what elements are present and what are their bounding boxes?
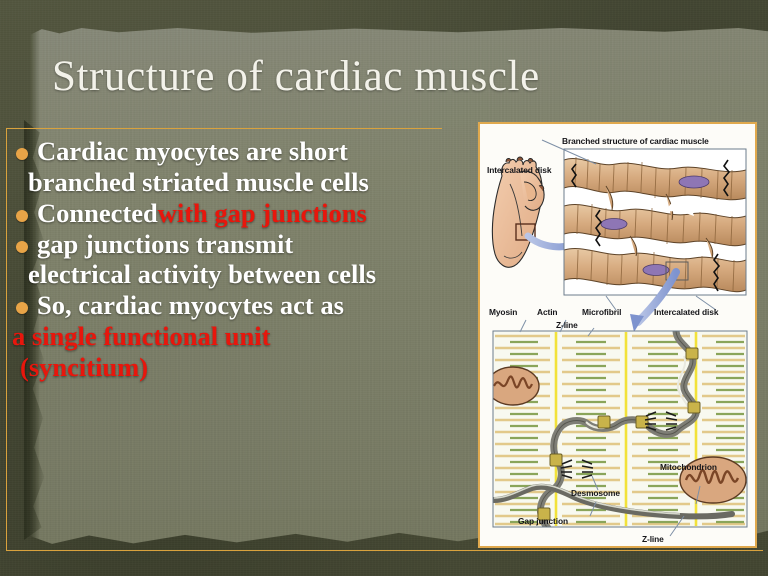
bullet-list: Cardiac myocytes are short branched stri… (8, 136, 470, 383)
list-item: Connected with gap junctions (8, 198, 470, 229)
list-item: So, cardiac myocytes act as (8, 290, 470, 321)
label-mitochondrion: Mitochondrion (660, 462, 717, 472)
bullet-text: branched striated muscle cells (28, 166, 369, 197)
label-branched-structure: Branched structure of cardiac muscle (562, 136, 709, 146)
label-intercalated-disk-top: Intercalated disk (487, 165, 552, 175)
zoom-arrow-detail (630, 268, 680, 332)
list-item: electrical activity between cells (8, 259, 470, 290)
bullet-text-highlight: with gap junctions (157, 197, 367, 228)
label-z-line-top: Z-line (556, 320, 578, 330)
list-item: (syncitium) (8, 352, 470, 383)
label-intercalated-disk-mid: Intercalated disk (654, 307, 719, 317)
list-item: gap junctions transmit (8, 229, 470, 260)
label-microfibril: Microfibril (582, 307, 622, 317)
label-desmosome: Desmosome (571, 488, 620, 498)
page-title: Structure of cardiac muscle (52, 53, 540, 100)
content-frame-top (6, 128, 442, 129)
bullet-text: So, cardiac myocytes act as (37, 290, 344, 321)
list-item: Cardiac myocytes are short (8, 136, 470, 167)
label-z-line-bottom: Z-line (642, 534, 664, 544)
bullet-icon (16, 240, 28, 253)
gap-junction-plaques (537, 347, 701, 521)
label-gap-junction: Gap junction (518, 516, 568, 526)
bullet-text: Connected (37, 197, 158, 228)
label-actin: Actin (537, 307, 558, 317)
list-item: a single functional unit (8, 321, 470, 352)
bullet-text-highlight: a single functional unit (12, 321, 271, 352)
leader-lines-top (541, 139, 717, 311)
label-myosin: Myosin (489, 307, 518, 317)
bullet-icon (16, 209, 28, 222)
cardiac-muscle-diagram: Intercalated disk Branched structure of … (478, 122, 757, 548)
bullet-icon (16, 148, 28, 160)
bullet-text: Cardiac myocytes are short (37, 136, 348, 166)
content-frame (6, 128, 763, 551)
desmosome-marks (560, 411, 678, 479)
branched-fiber-panel (564, 149, 746, 295)
mitochondrion-left (493, 366, 540, 406)
diagram-artwork (491, 139, 748, 537)
bullet-text: gap junctions transmit (37, 228, 294, 259)
bullet-icon (16, 302, 28, 315)
bullet-text-highlight: (syncitium) (20, 352, 149, 383)
list-item: branched striated muscle cells (8, 167, 470, 198)
leader-lines-bottom (519, 319, 701, 537)
mitochondrion-right (679, 456, 747, 504)
sarcomere-detail-panel (493, 331, 747, 527)
bullet-text: electrical activity between cells (28, 259, 377, 290)
